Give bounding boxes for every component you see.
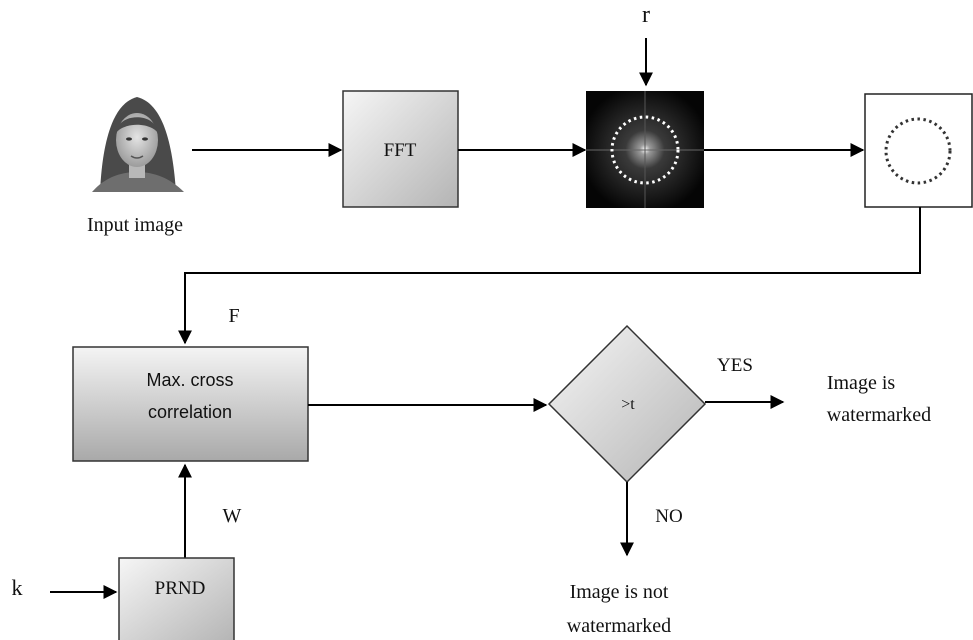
no-label: NO [655, 506, 682, 527]
not-watermarked-label-line1: Image is not [570, 581, 669, 603]
watermarked-label-line2: watermarked [827, 404, 931, 426]
fft-spectrum-image [586, 91, 704, 208]
cross-correlation-line2: correlation [148, 402, 232, 422]
cross-correlation-box [72, 346, 309, 462]
k-label: k [12, 575, 23, 600]
r-label: r [642, 2, 650, 28]
threshold-label: >t [621, 396, 635, 413]
arrow-ring-to-correlation [178, 207, 921, 345]
w-label: W [223, 505, 242, 527]
prnd-box [118, 557, 235, 640]
input-face-image [90, 96, 186, 192]
dotted-ring-icon [884, 117, 952, 185]
f-label: F [228, 305, 239, 327]
input-image-label: Input image [87, 214, 183, 236]
yes-label: YES [717, 355, 753, 376]
prnd-label: PRND [155, 578, 206, 599]
fft-box [342, 90, 459, 208]
extracted-ring-box [864, 93, 973, 208]
not-watermarked-label-line2: watermarked [567, 615, 671, 637]
fft-label: FFT [384, 140, 417, 161]
watermarked-label-line1: Image is [827, 372, 896, 394]
cross-correlation-line1: Max. cross [146, 370, 233, 390]
